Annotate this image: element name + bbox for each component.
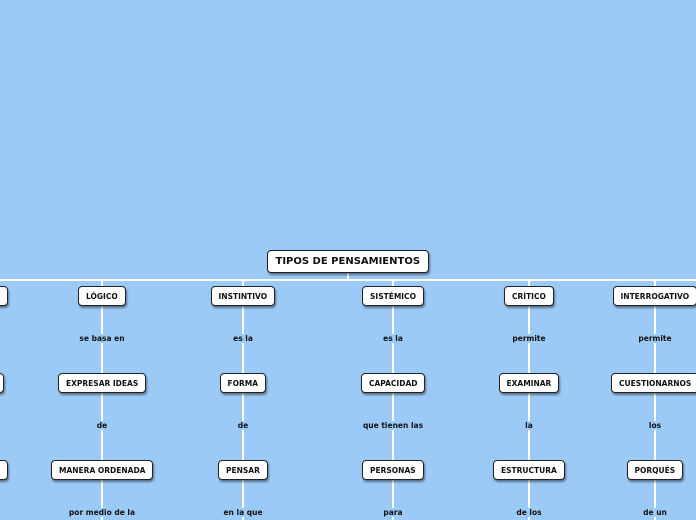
link-label-interrogativo-2: los (646, 421, 664, 430)
node-sistemico-level-2[interactable]: PERSONAS (362, 460, 424, 480)
link-label-logico-1: se basa en (77, 334, 127, 343)
link-label-critico-2: la (523, 421, 535, 430)
connector-interrogativo-3 (654, 480, 656, 520)
link-label-critico-1: permite (510, 334, 548, 343)
node-instintivo[interactable]: INSTINTIVO (210, 286, 276, 306)
connector-instintivo-stub (242, 280, 244, 287)
node-sistemico[interactable]: SISTÉMICO (362, 286, 424, 306)
node-sistemico-level-1[interactable]: CAPACIDAD (361, 373, 426, 393)
link-label-sistemico-2: que tienen las (360, 421, 426, 430)
node-interrogativo[interactable]: INTERROGATIVO (612, 286, 696, 306)
connector-critico-stub (528, 280, 530, 287)
node-critico-level-2[interactable]: ESTRUCTURA (493, 460, 565, 480)
offscreen-node-top[interactable] (0, 286, 8, 306)
node-critico-level-1[interactable]: EXAMINAR (498, 373, 560, 393)
node-interrogativo-level-2[interactable]: PORQUÉS (626, 460, 684, 480)
connector-sistemico-stub (392, 280, 394, 287)
root-node-tipos-de-pensamientos[interactable]: TIPOS DE PENSAMIENTOS (266, 250, 430, 273)
link-label-sistemico-1: es la (381, 334, 405, 343)
link-label-sistemico-3: para (381, 508, 405, 517)
link-label-instintivo-3: en la que (221, 508, 265, 517)
connector-logico-stub (101, 280, 103, 287)
offscreen-node-bottom[interactable] (0, 460, 8, 480)
link-label-critico-3: de los (514, 508, 544, 517)
link-label-interrogativo-3: de un (641, 508, 669, 517)
connector-logico-3 (101, 480, 103, 520)
main-connector-line (0, 279, 696, 281)
link-label-logico-2: de (94, 421, 110, 430)
offscreen-node-middle[interactable] (0, 373, 4, 393)
node-logico-level-2[interactable]: MANERA ORDENADA (51, 460, 154, 480)
node-instintivo-level-1[interactable]: FORMA (219, 373, 267, 393)
link-label-instintivo-2: de (235, 421, 251, 430)
node-logico-level-1[interactable]: EXPRESAR IDEAS (58, 373, 147, 393)
root-connector-stub (347, 272, 349, 280)
node-critico[interactable]: CRÍTICO (504, 286, 554, 306)
node-instintivo-level-2[interactable]: PENSAR (218, 460, 268, 480)
connector-instintivo-3 (242, 480, 244, 520)
connector-interrogativo-stub (654, 280, 656, 287)
link-label-interrogativo-1: permite (636, 334, 674, 343)
link-label-logico-3: por medio de la (66, 508, 138, 517)
connector-sistemico-3 (392, 480, 394, 520)
link-label-instintivo-1: es la (231, 334, 255, 343)
node-logico[interactable]: LÓGICO (78, 286, 126, 306)
connector-critico-3 (528, 480, 530, 520)
node-interrogativo-level-1[interactable]: CUESTIONARNOS (611, 373, 696, 393)
